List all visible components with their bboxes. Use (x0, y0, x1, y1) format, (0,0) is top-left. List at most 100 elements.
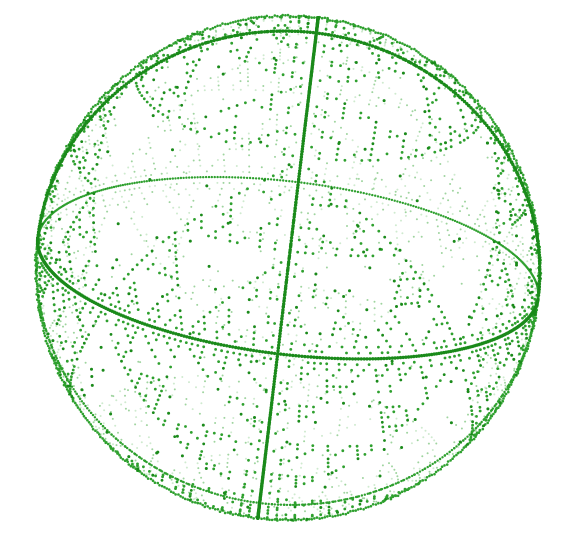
fractal-dot (470, 430, 474, 433)
fractal-dot (40, 277, 43, 280)
meridian-dot (418, 470, 422, 473)
outline-dot (126, 460, 129, 464)
fractal-dot (102, 113, 105, 116)
fractal-dot (408, 366, 412, 370)
fractal-dot (235, 165, 238, 167)
fractal-dot (404, 372, 407, 376)
fractal-dot (279, 51, 282, 54)
fractal-dot (396, 188, 399, 191)
fractal-dot (335, 97, 338, 101)
equator-dot (126, 183, 129, 186)
fractal-dot (214, 236, 217, 240)
outline-dot (483, 107, 486, 111)
fractal-dot (221, 325, 225, 329)
outline-dot (145, 475, 148, 478)
fractal-dot (330, 297, 333, 300)
fractal-dot (59, 320, 62, 323)
fractal-dot (465, 129, 468, 133)
fractal-dot (476, 389, 479, 393)
fractal-dot (255, 288, 259, 292)
fractal-dot (55, 177, 58, 180)
outline-dot (410, 485, 413, 489)
fractal-dot (65, 213, 68, 216)
fractal-dot (290, 186, 293, 189)
fractal-dot (369, 153, 373, 157)
fractal-dot (495, 372, 498, 375)
fractal-dot (487, 354, 489, 357)
meridian-dot (372, 490, 375, 494)
meridian-dot (110, 433, 113, 436)
fractal-dot (502, 222, 506, 225)
fractal-dot (370, 448, 373, 452)
meridian-dot (158, 468, 161, 472)
fractal-dot (449, 361, 453, 364)
fractal-dot (342, 315, 345, 319)
fractal-dot (145, 387, 148, 390)
equator-dot (460, 222, 463, 225)
fractal-dot (116, 293, 119, 297)
fractal-dot (486, 345, 490, 349)
fractal-dot (511, 294, 514, 298)
fractal-dot (518, 211, 520, 214)
fractal-dot (437, 305, 440, 308)
fractal-dot (300, 285, 303, 288)
fractal-dot (206, 47, 209, 51)
meridian-dot (261, 502, 264, 505)
outline-dot (391, 37, 395, 41)
equator-dot (407, 203, 410, 206)
fractal-dot (193, 39, 196, 42)
fractal-dot (56, 351, 59, 354)
fractal-dot (384, 41, 387, 44)
fractal-dot (339, 242, 342, 245)
fractal-dot (64, 323, 67, 326)
fractal-dot (358, 116, 362, 120)
outline-dot (96, 431, 99, 434)
fractal-dot (232, 88, 235, 91)
scatter-dot (139, 361, 142, 364)
fractal-dot (223, 416, 226, 419)
equator-dot (177, 177, 180, 180)
outline-dot (86, 419, 89, 422)
outline-dot (336, 514, 340, 517)
fractal-dot (535, 289, 538, 292)
outline-dot (471, 96, 475, 100)
fractal-dot (400, 195, 402, 198)
fractal-dot (286, 422, 289, 425)
fractal-dot (228, 385, 231, 388)
fractal-dot (361, 30, 363, 33)
fractal-dot (394, 61, 398, 65)
fractal-dot (271, 19, 274, 22)
meridian-dot (246, 500, 249, 503)
fractal-dot (411, 198, 413, 201)
fractal-dot (258, 61, 261, 65)
fractal-dot (380, 351, 384, 355)
fractal-dot (82, 235, 85, 239)
fractal-dot (103, 114, 107, 117)
outline-dot (489, 417, 492, 420)
fractal-dot (115, 444, 118, 447)
meridian-dot (474, 427, 477, 430)
fractal-dot (222, 153, 225, 156)
fractal-dot (99, 292, 103, 296)
fractal-dot (385, 483, 388, 486)
fractal-dot (279, 48, 282, 51)
fractal-dot (207, 234, 210, 238)
fractal-dot (194, 492, 197, 495)
fractal-dot (68, 306, 71, 309)
fractal-dot (351, 333, 354, 336)
fractal-dot (313, 499, 316, 502)
equator-dot (444, 216, 447, 219)
fractal-dot (328, 60, 331, 63)
fractal-dot (321, 434, 323, 437)
fractal-dot (409, 265, 413, 268)
fractal-dot (185, 398, 188, 400)
fractal-dot (72, 228, 75, 231)
meridian-dot (249, 500, 252, 503)
fractal-dot (190, 94, 193, 97)
fractal-dot (342, 465, 345, 469)
fractal-dot (510, 227, 513, 230)
fractal-dot (325, 384, 329, 388)
meridian-dot (383, 486, 386, 490)
fractal-dot (70, 154, 73, 158)
fractal-dot (52, 329, 55, 332)
